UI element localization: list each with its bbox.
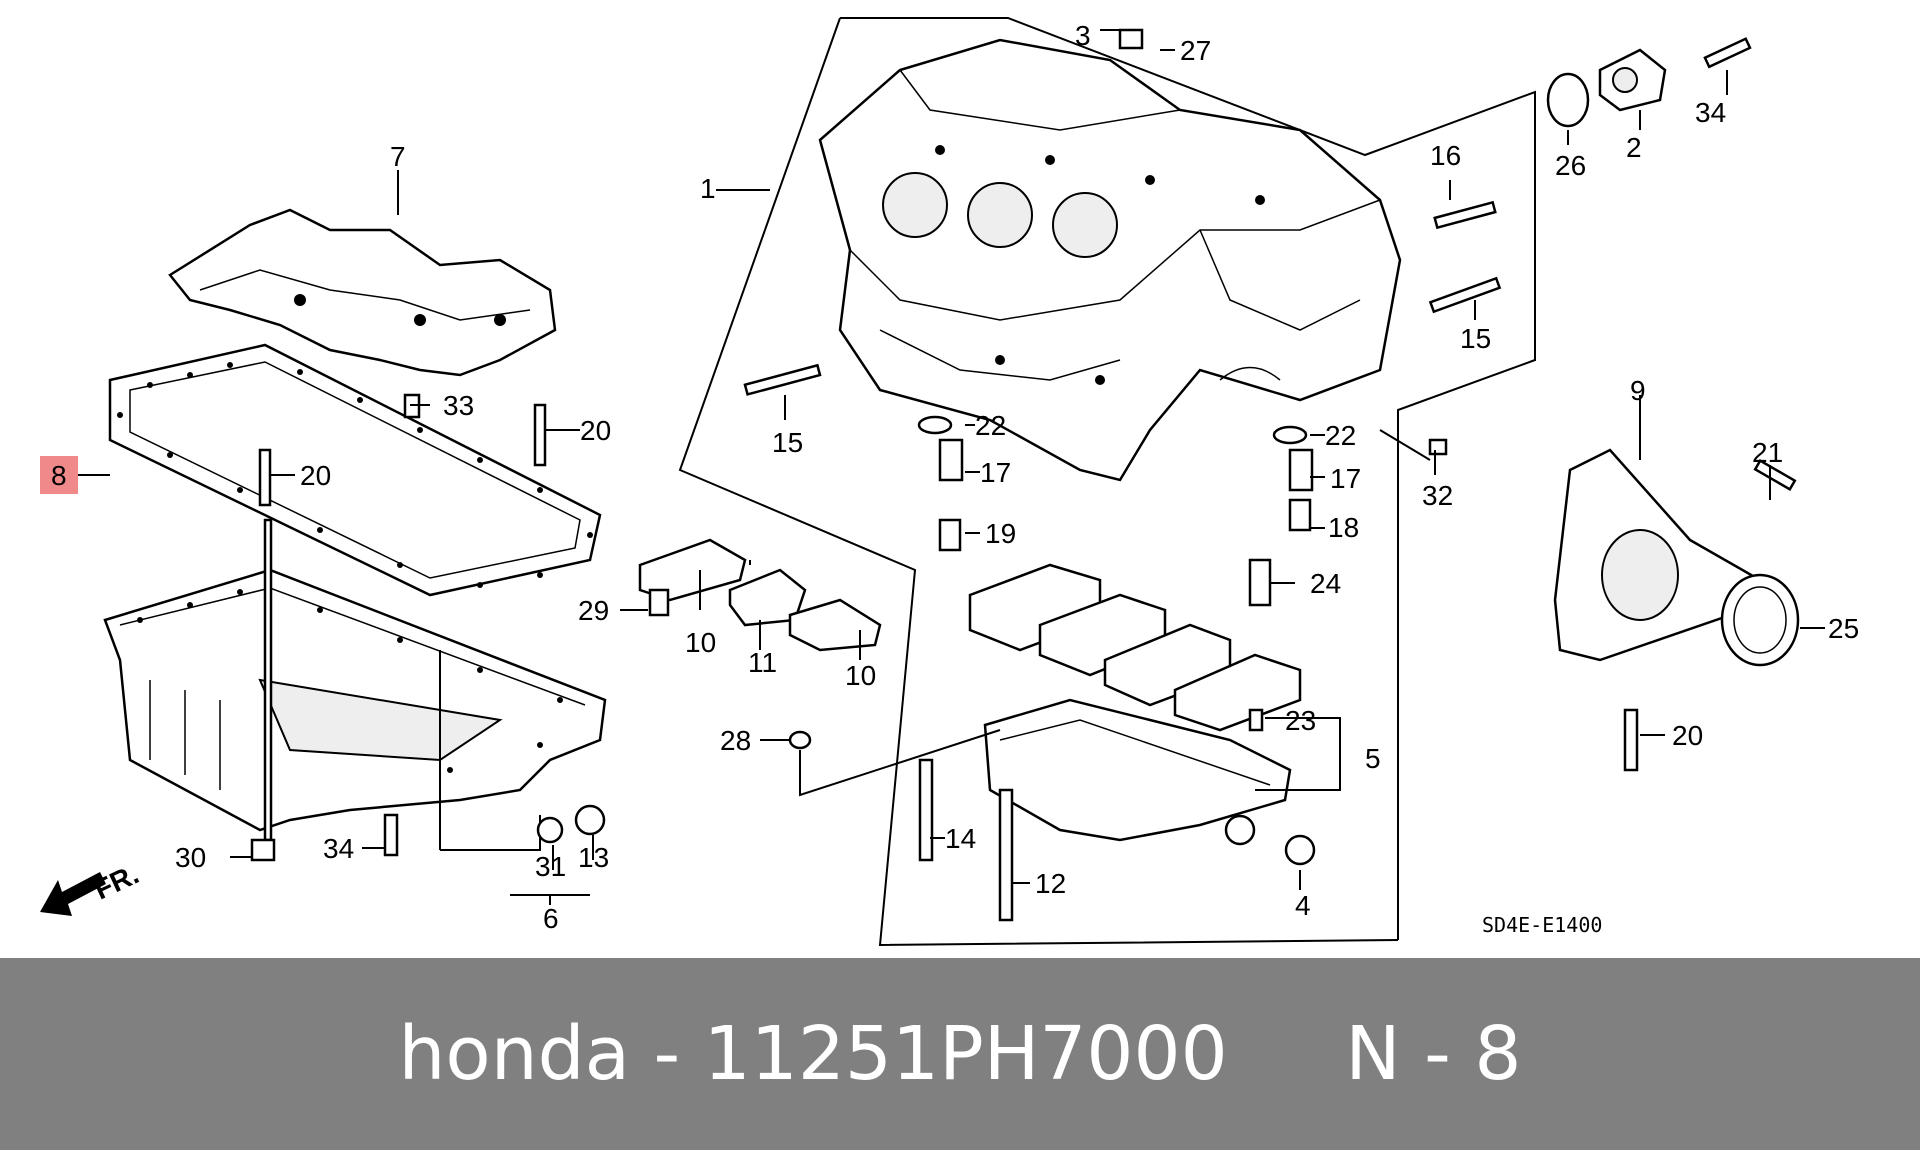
block-group-outline: [678, 17, 1536, 947]
callout-13: 13: [578, 842, 609, 873]
callout-14: 14: [945, 823, 976, 854]
callout-33: 33: [443, 390, 474, 421]
callout-1: 1: [700, 173, 716, 204]
callout-18: 18: [1328, 512, 1359, 543]
callout-19: 19: [985, 518, 1016, 549]
callout-29: 29: [578, 595, 609, 626]
leader-lines: [72, 29, 1825, 905]
oil-pan: [103, 568, 607, 851]
parts-diagram: 1 2 3 4 5 6 7 8 9 10 10 11 12 13 14 15 1…: [40, 17, 1859, 947]
small-parts-top-right: [1546, 48, 1667, 128]
engine-block-exploded-view: 1 2 3 4 5 6 7 8 9 10 10 11 12 13 14 15 1…: [40, 17, 1859, 947]
callout-32: 32: [1422, 480, 1453, 511]
callout-4: 4: [1295, 890, 1311, 921]
callout-17b: 17: [1330, 463, 1361, 494]
callout-26: 26: [1555, 150, 1586, 181]
engine-block: [818, 38, 1402, 482]
callout-3: 3: [1075, 20, 1091, 51]
callout-20b: 20: [300, 460, 331, 491]
callout-10b: 10: [845, 660, 876, 691]
callout-21: 21: [1752, 437, 1783, 468]
callout-27: 27: [1180, 35, 1211, 66]
oil-pan-gasket: [108, 343, 602, 597]
footer-bar: honda - 11251PH7000 N - 8: [0, 958, 1920, 1150]
callout-7: 7: [390, 141, 406, 172]
callout-8: 8: [51, 460, 67, 491]
callout-20c: 20: [1672, 720, 1703, 751]
fasteners: [250, 28, 1797, 922]
callout-22a: 22: [975, 410, 1006, 441]
main-bearing-caps: [968, 558, 1302, 842]
diagram-code: SD4E-E1400: [1482, 913, 1602, 937]
callout-2: 2: [1626, 132, 1642, 163]
callout-5: 5: [1365, 743, 1381, 774]
callout-24: 24: [1310, 568, 1341, 599]
callout-17a: 17: [980, 457, 1011, 488]
callout-15b: 15: [1460, 323, 1491, 354]
footer-part-caption: honda - 11251PH7000 N - 8: [398, 1011, 1522, 1097]
callout-34b: 34: [323, 833, 354, 864]
callout-28: 28: [720, 725, 751, 756]
callout-12: 12: [1035, 868, 1066, 899]
callout-9: 9: [1630, 375, 1646, 406]
callout-22b: 22: [1325, 420, 1356, 451]
callout-11: 11: [748, 647, 777, 678]
callout-labels: 1 2 3 4 5 6 7 8 9 10 10 11 12 13 14 15 1…: [40, 20, 1859, 934]
callout-23: 23: [1285, 705, 1316, 736]
callout-25: 25: [1828, 613, 1859, 644]
callout-31: 31: [535, 851, 566, 882]
windage-covers: [638, 538, 882, 652]
callout-16: 16: [1430, 140, 1461, 171]
rear-oil-seal-housing: [1553, 448, 1800, 667]
callout-20a: 20: [580, 415, 611, 446]
highlight-marker: [40, 456, 78, 494]
callout-6: 6: [543, 903, 559, 934]
callout-34a: 34: [1695, 97, 1726, 128]
front-marker-label: FR.: [89, 858, 143, 905]
callout-10a: 10: [685, 627, 716, 658]
callout-15a: 15: [772, 427, 803, 458]
callout-30: 30: [175, 842, 206, 873]
front-direction-arrow: FR.: [40, 858, 143, 916]
baffle-plate: [168, 208, 557, 377]
